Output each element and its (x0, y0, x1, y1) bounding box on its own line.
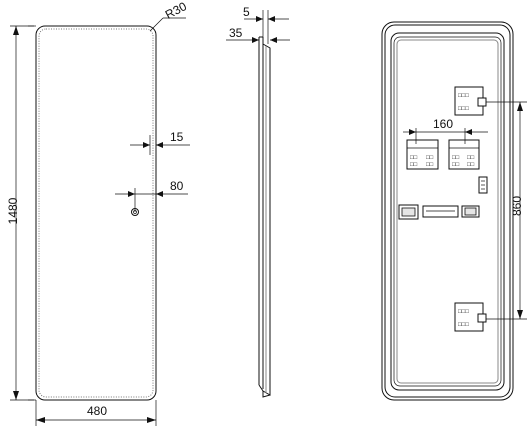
svg-text:□□□: □□□ (458, 93, 469, 99)
width-label: 480 (87, 404, 107, 418)
back-outer-frame (381, 21, 514, 401)
back-view: □□□ □□□ □□□ □□□ 860 □□ □□ □□ □□ □□ (381, 21, 527, 401)
vertical-spacing-label: 860 (510, 196, 524, 216)
svg-text:□□: □□ (410, 162, 418, 168)
radius-label: R30 (163, 0, 189, 22)
svg-text:□□: □□ (452, 155, 460, 161)
svg-text:□□: □□ (467, 162, 475, 168)
svg-text:□□□: □□□ (458, 309, 469, 315)
svg-text:□□: □□ (426, 155, 434, 161)
height-label: 1480 (6, 197, 20, 224)
front-view: R30 1480 480 15 80 (6, 0, 190, 426)
offset-15-label: 15 (170, 130, 184, 144)
horizontal-spacing-label: 160 (433, 117, 453, 131)
svg-text:□□: □□ (467, 155, 475, 161)
side-depth-label: 35 (229, 26, 243, 40)
touch-switch-icon (131, 208, 139, 216)
mirror-inner-outline (38, 28, 154, 398)
side-view: 5 35 (226, 5, 290, 398)
bottom-bracket: □□□ □□□ (454, 302, 487, 332)
back-inner-frame (390, 32, 505, 391)
svg-text:□□: □□ (426, 162, 434, 168)
side-top-label: 5 (243, 5, 250, 19)
offset-80-label: 80 (170, 179, 184, 193)
svg-text:□□: □□ (410, 155, 418, 161)
switch-box (398, 204, 419, 220)
wire-connector (478, 176, 488, 194)
terminal-block (461, 205, 480, 218)
svg-text:□□□: □□□ (458, 106, 469, 112)
mirror-outline (35, 25, 157, 401)
middle-hanger-right: □□ □□ □□ □□ (448, 139, 480, 170)
svg-text:□□: □□ (452, 162, 460, 168)
svg-text:□□□: □□□ (458, 322, 469, 328)
led-driver (422, 205, 459, 218)
middle-hanger-left: □□ □□ □□ □□ (406, 139, 439, 170)
top-bracket: □□□ □□□ (454, 86, 487, 116)
